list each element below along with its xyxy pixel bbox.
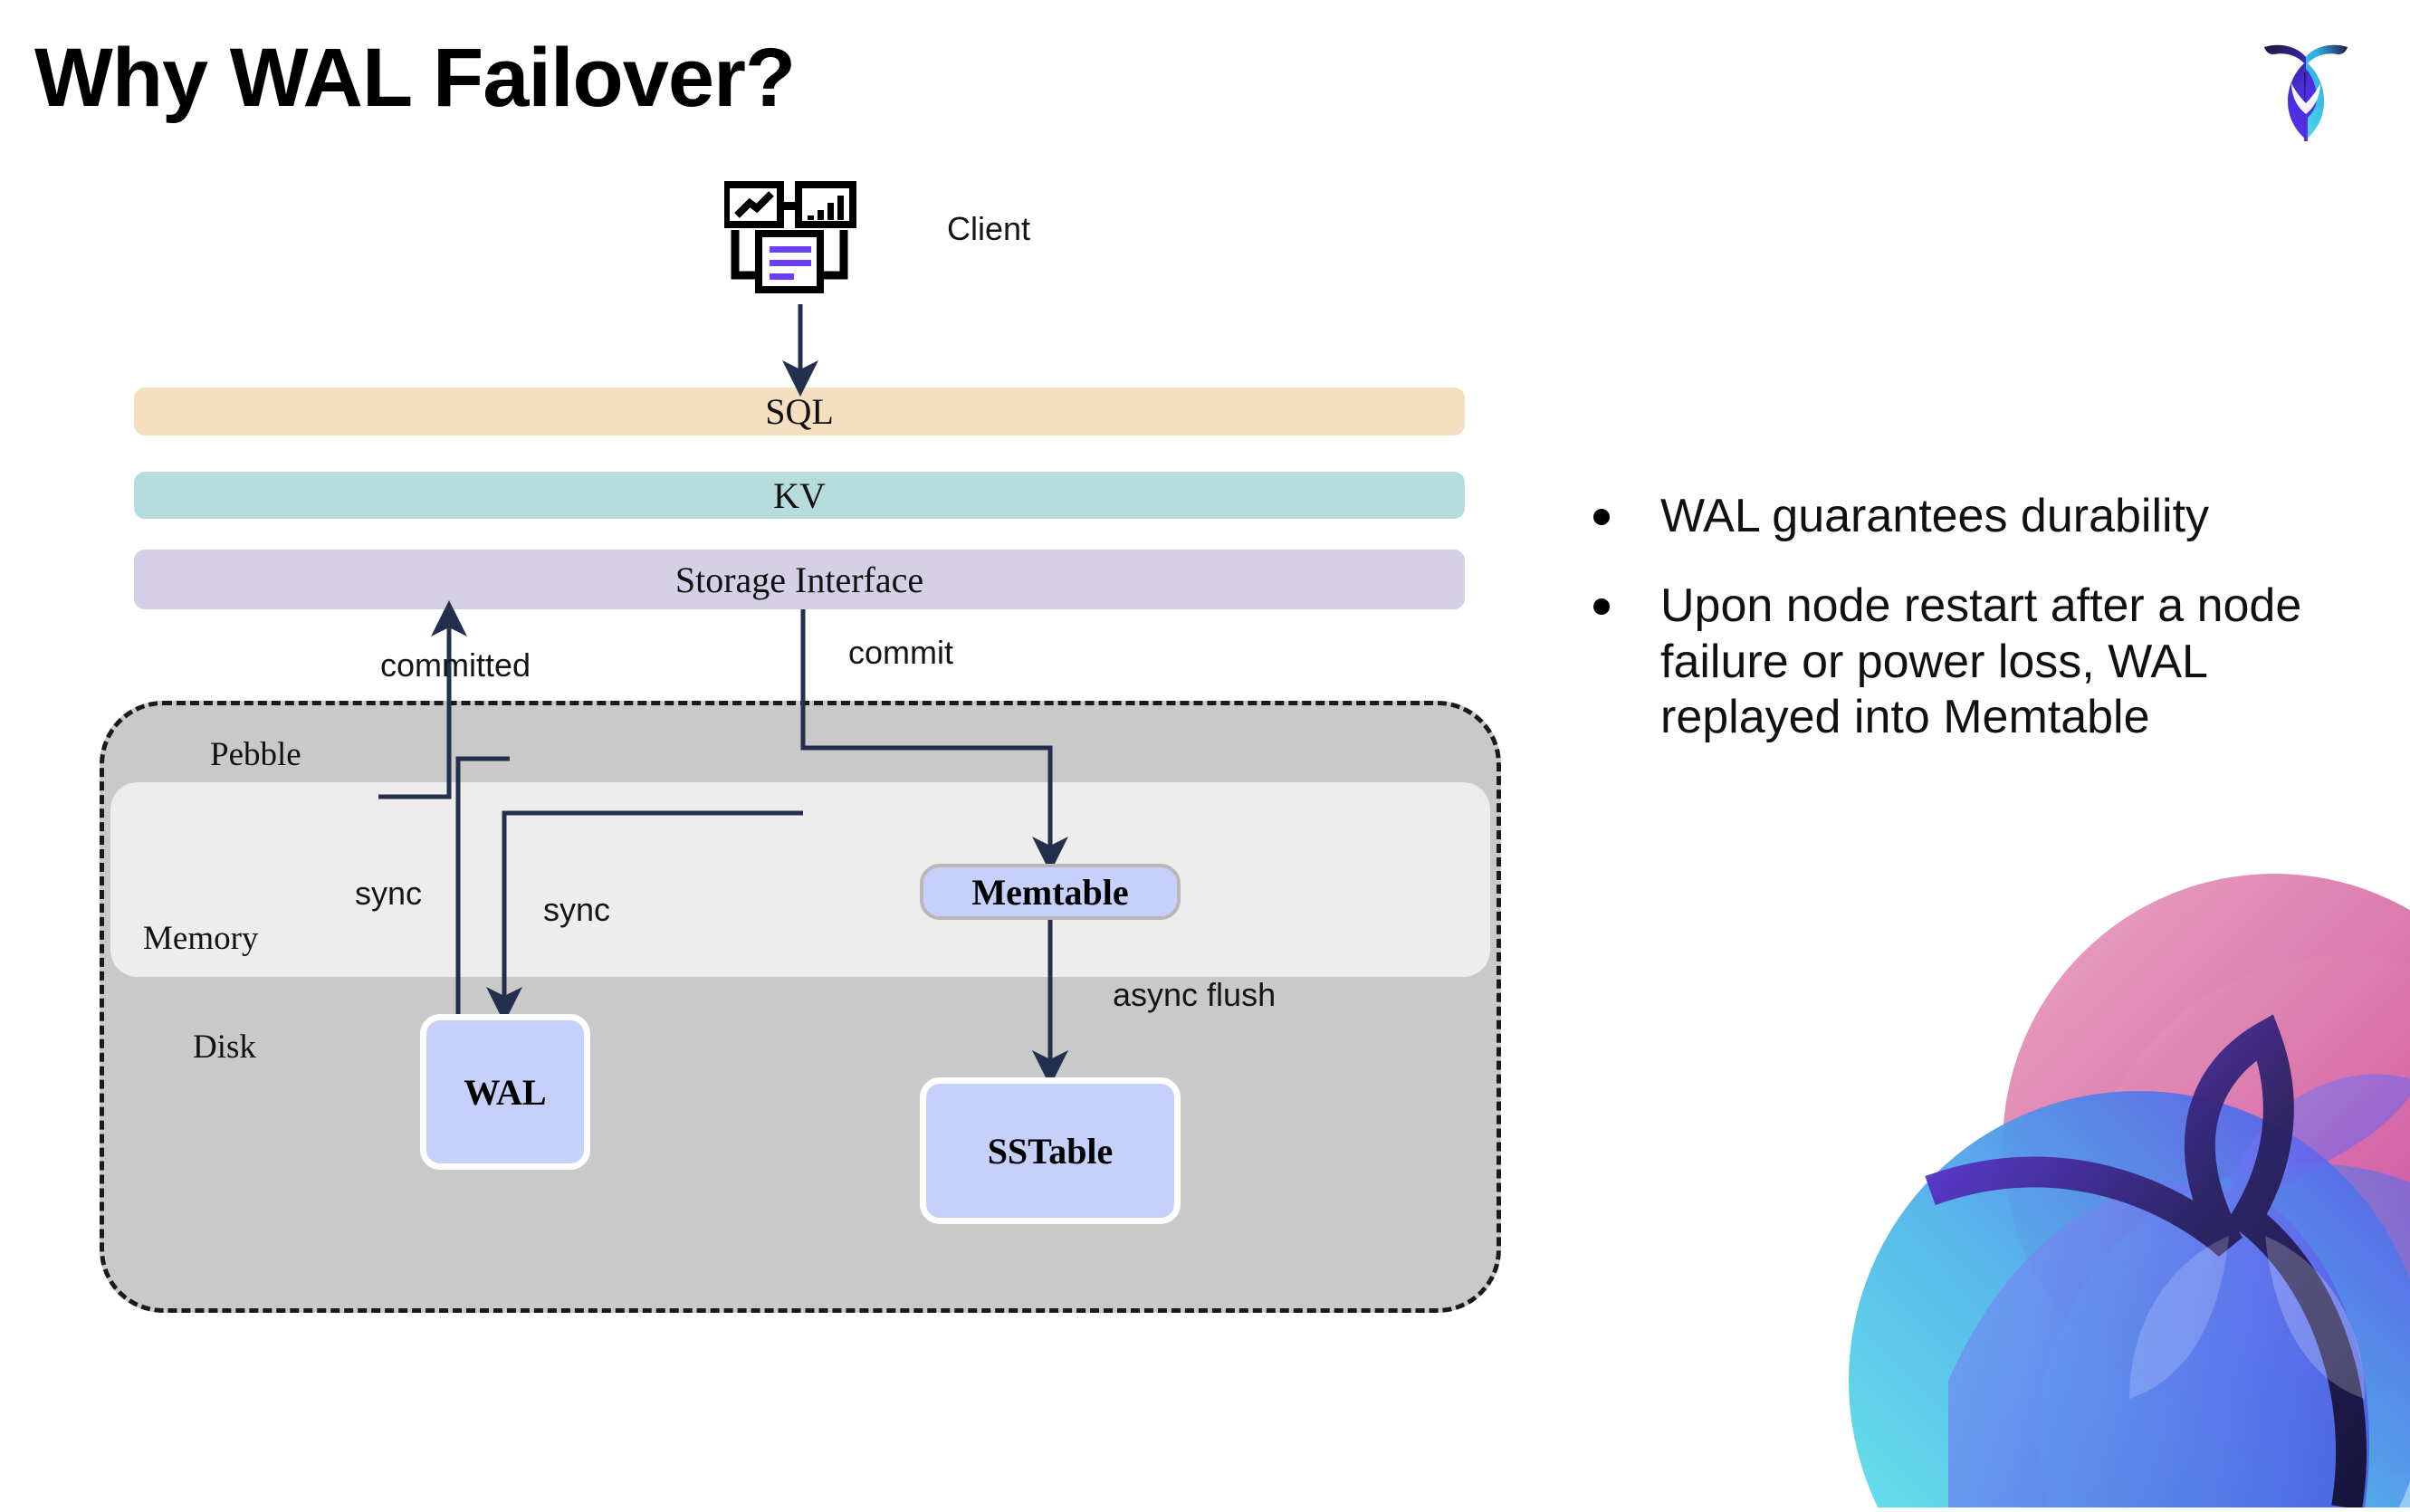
edge-label-commit: commit xyxy=(848,634,953,671)
edge-commit xyxy=(800,609,1068,873)
diagram-connectors xyxy=(378,304,1068,1086)
cockroachdb-logo-icon xyxy=(2252,33,2360,150)
client-dashboard-icon xyxy=(722,181,869,308)
slide-canvas: Why WAL Failover? xyxy=(34,32,2410,1507)
list-item: Upon node restart after a node failure o… xyxy=(1593,579,2372,745)
node-sstable: SSTable xyxy=(920,1077,1181,1224)
zone-label-disk: Disk xyxy=(193,1029,256,1066)
node-memtable: Memtable xyxy=(920,864,1181,920)
bullet-list: WAL guarantees durability Upon node rest… xyxy=(1593,489,2372,780)
list-item: WAL guarantees durability xyxy=(1593,489,2372,544)
edge-sync-left xyxy=(455,756,510,1014)
edge-label-committed: committed xyxy=(380,646,531,684)
bullet-text: WAL guarantees durability xyxy=(1660,490,2210,542)
edge-sync-right xyxy=(486,810,803,1023)
architecture-diagram: Client SQL KV Storage Interface Pebble M… xyxy=(100,181,1501,1313)
page-title: Why WAL Failover? xyxy=(34,32,796,124)
edge-label-async-flush: async flush xyxy=(1113,976,1277,1013)
layer-kv: KV xyxy=(134,472,1465,519)
decorative-logo-watermark xyxy=(1840,874,2410,1507)
edge-committed xyxy=(378,600,467,799)
bullet-text: Upon node restart after a node failure o… xyxy=(1660,579,2302,744)
edge-label-sync-right: sync xyxy=(543,891,611,928)
layer-sql: SQL xyxy=(134,388,1465,435)
node-wal: WAL xyxy=(420,1014,590,1170)
layer-storage-interface: Storage Interface xyxy=(134,550,1465,609)
edge-label-sync-left: sync xyxy=(355,875,423,912)
zone-label-pebble: Pebble xyxy=(210,736,301,773)
bullet-dot-icon xyxy=(1593,598,1610,616)
edge-label-client: Client xyxy=(947,210,1031,247)
edge-sync-left-dup xyxy=(455,756,510,1014)
bullet-dot-icon xyxy=(1593,509,1610,525)
zone-label-memory: Memory xyxy=(143,920,259,957)
